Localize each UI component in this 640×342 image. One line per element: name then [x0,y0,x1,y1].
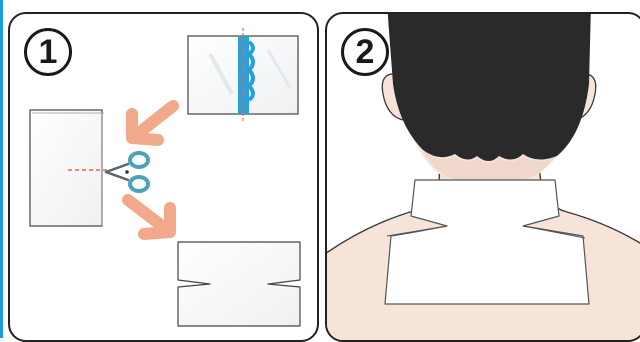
arrow-down-right-icon [128,200,170,234]
step-1-panel: 1 [8,12,319,342]
step-2-panel: 2 [325,12,640,342]
step-2-badge: 2 [341,28,389,76]
arrow-down-left-icon [132,106,173,140]
step-1-badge: 1 [24,28,72,76]
folded-sheet-icon [188,28,298,122]
cooling-sheet-shape [385,180,589,304]
scissors-icon [106,153,148,191]
folded-paper-icon [30,110,114,226]
step-1-number: 1 [39,35,58,69]
hair-shape [387,14,591,161]
step-2-number: 2 [356,35,375,69]
accent-strip [0,0,3,338]
cut-sheet-icon [178,242,300,326]
